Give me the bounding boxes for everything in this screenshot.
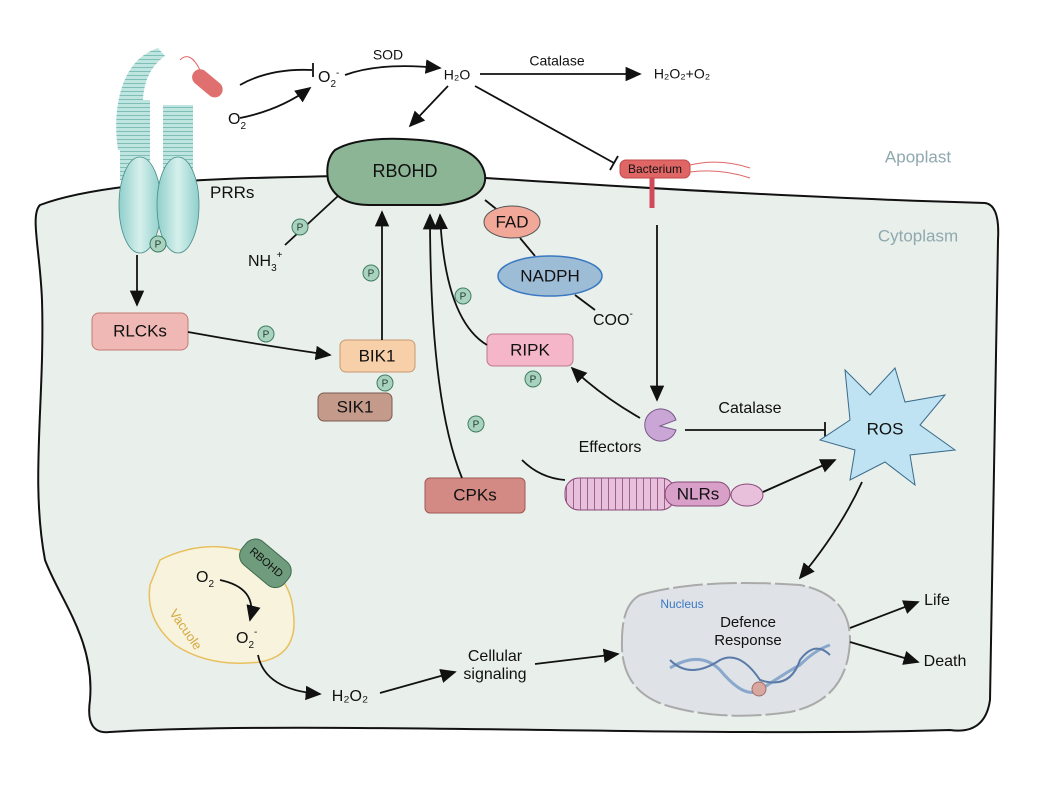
svg-text:P: P xyxy=(155,240,162,251)
svg-text:P: P xyxy=(460,292,467,303)
life-label: Life xyxy=(924,592,950,609)
catalase-top-label: Catalase xyxy=(529,53,584,69)
prrs-receptor xyxy=(116,48,200,254)
fad-label: FAD xyxy=(495,212,528,231)
svg-text:P: P xyxy=(382,379,389,390)
coo-label: COO- xyxy=(593,309,633,329)
fad-node xyxy=(483,205,541,239)
cpks-node xyxy=(424,477,526,514)
nucleus-label: Nucleus xyxy=(660,597,703,611)
ripk-node xyxy=(486,333,574,367)
nlrs-label: NLRs xyxy=(677,484,720,503)
dna-icon xyxy=(669,643,831,697)
phosphate-group-markers: P P P P P P P P xyxy=(149,218,542,433)
nucleus xyxy=(620,581,852,717)
ripk-label: RIPK xyxy=(510,340,550,359)
rlcks-label: RLCKs xyxy=(113,321,167,340)
bacterium-icon xyxy=(179,56,223,98)
nadph-node xyxy=(497,255,603,297)
rbohd-node xyxy=(326,137,487,206)
svg-text:P: P xyxy=(263,330,270,341)
nh3-label: NH3+ xyxy=(248,250,283,274)
sod-label: SOD xyxy=(373,47,403,63)
vacuole-superoxide-label: O2- xyxy=(236,627,257,651)
products-label: H₂O₂+O₂ xyxy=(654,66,710,82)
svg-text:P: P xyxy=(368,269,375,280)
sik1-node xyxy=(317,392,393,422)
effector-icon xyxy=(644,408,677,442)
ros-node xyxy=(818,367,957,487)
nadph-label: NADPH xyxy=(520,266,580,285)
bik1-label: BIK1 xyxy=(359,346,396,365)
vacuole-o2-label: O2 xyxy=(196,569,214,590)
rbohd-label: RBOHD xyxy=(372,161,437,181)
bacterium-node xyxy=(619,159,691,179)
death-label: Death xyxy=(924,653,967,670)
h2o-label: H₂O xyxy=(444,67,471,83)
svg-text:P: P xyxy=(473,420,480,431)
apoplast-label: Apoplast xyxy=(885,147,951,166)
nlrs-node xyxy=(564,477,676,511)
rlcks-node xyxy=(91,312,189,351)
effectors-label: Effectors xyxy=(579,439,642,456)
cpks-label: CPKs xyxy=(453,485,496,504)
catalase-label: Catalase xyxy=(718,400,781,417)
superoxide-label: O2- xyxy=(318,68,339,90)
prrs-label: PRRs xyxy=(210,183,254,202)
cellular-signaling-label-2: signaling xyxy=(463,666,526,683)
cellular-signaling-label-1: Cellular xyxy=(468,648,523,665)
svg-text:P: P xyxy=(297,223,304,234)
svg-text:P: P xyxy=(530,375,537,386)
defence-response-label-1: Defence xyxy=(720,614,776,631)
h2o2-label: H₂O₂ xyxy=(332,688,368,705)
ros-label: ROS xyxy=(867,419,904,438)
defence-response-label-2: Response xyxy=(714,632,782,649)
cytoplasm-label: Cytoplasm xyxy=(878,226,958,245)
o2-label: O2 xyxy=(228,111,246,132)
sik1-label: SIK1 xyxy=(337,397,374,416)
bacterium-label: Bacterium xyxy=(628,162,682,176)
bik1-node xyxy=(339,339,416,373)
